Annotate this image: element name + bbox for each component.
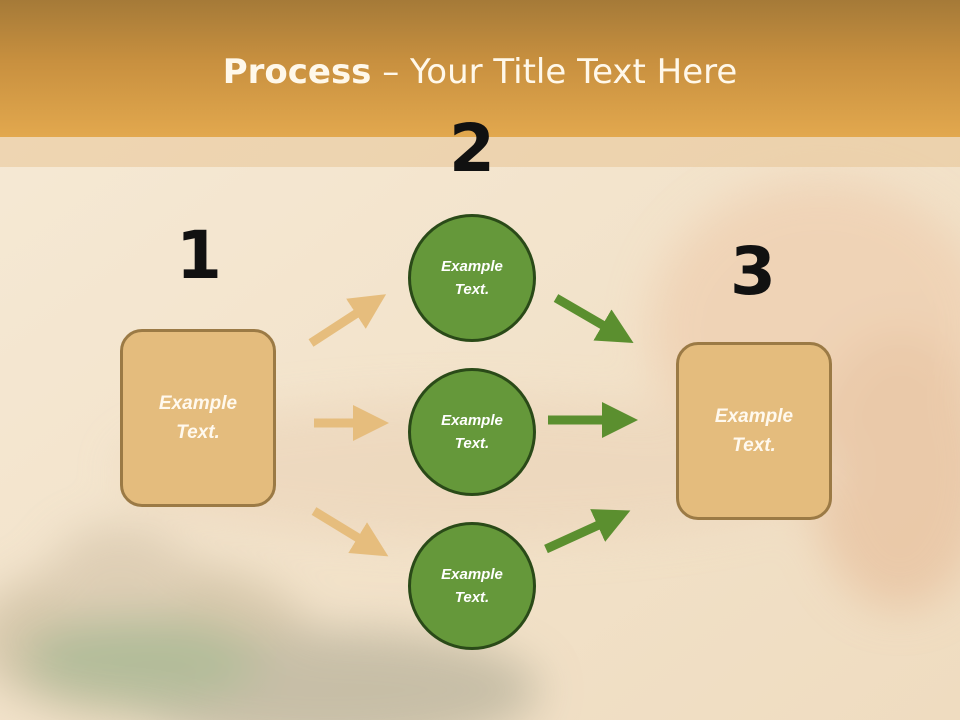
circle-bottom-label: Example Text. bbox=[441, 566, 503, 606]
slide-title: Process – Your Title Text Here bbox=[0, 52, 960, 92]
circle-middle-label: Example Text. bbox=[441, 412, 503, 452]
box-3-label: Example Text. bbox=[714, 406, 794, 456]
title-bold: Process bbox=[222, 52, 372, 92]
step-number-2: 2 bbox=[449, 110, 495, 187]
process-circle-bottom: Example Text. bbox=[408, 522, 536, 650]
circle-top-label: Example Text. bbox=[441, 258, 503, 298]
step-number-3: 3 bbox=[730, 233, 776, 310]
title-rest: – Your Title Text Here bbox=[371, 52, 738, 92]
process-box-3: Example Text. bbox=[676, 342, 832, 520]
process-circle-middle: Example Text. bbox=[408, 368, 536, 496]
arrow-1-to-bottom bbox=[311, 507, 389, 557]
header-bar bbox=[0, 0, 960, 137]
header-band bbox=[0, 137, 960, 167]
process-circle-top: Example Text. bbox=[408, 214, 536, 342]
arrow-bottom-to-3 bbox=[544, 509, 631, 554]
arrow-1-to-top bbox=[308, 294, 387, 347]
box-1-label: Example Text. bbox=[158, 393, 238, 443]
step-number-1: 1 bbox=[176, 217, 222, 294]
process-box-1: Example Text. bbox=[120, 329, 276, 507]
arrow-top-to-3 bbox=[553, 294, 634, 344]
